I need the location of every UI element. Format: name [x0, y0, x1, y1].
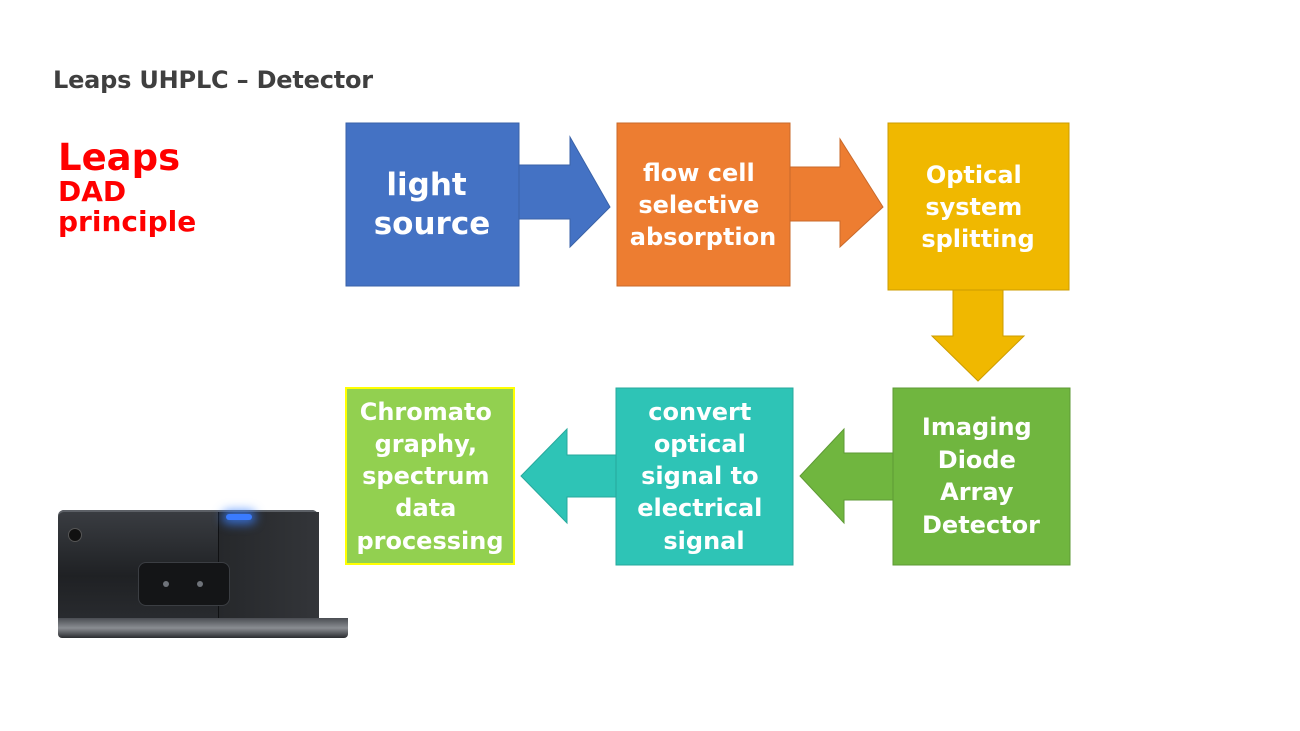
side-label-line2: DAD: [58, 175, 127, 209]
step-box-convert-signal: [615, 387, 794, 566]
arrow-light-to-flowcell: [517, 135, 611, 249]
arrow-convert-to-processing: [520, 427, 617, 525]
step-text-light-source: light source: [374, 167, 491, 242]
dad-principle-label: Leaps DAD principle: [58, 138, 196, 237]
step-text-convert-signal: convert optical signal to electrical sig…: [637, 398, 771, 555]
side-label-line1: Leaps: [58, 136, 181, 179]
step-line: Chromato: [360, 398, 492, 426]
step-line: signal to: [641, 462, 759, 490]
step-text-imaging-diode: Imaging Diode Array Detector: [922, 413, 1040, 539]
step-line: system: [925, 193, 1022, 221]
step-text-flow-cell: flow cell selective absorption: [630, 159, 776, 251]
side-label-line3: principle: [58, 204, 197, 238]
step-line: Detector: [922, 511, 1040, 539]
step-line: selective: [638, 191, 759, 219]
step-box-flow-cell: [616, 122, 791, 287]
status-led-icon: [226, 514, 252, 520]
step-line: splitting: [921, 225, 1034, 253]
flow-cell-panel: [138, 562, 230, 606]
device-base: [58, 618, 348, 638]
step-text-data-processing: Chromato graphy, spectrum data processin…: [356, 398, 503, 555]
step-line: flow cell: [643, 159, 755, 187]
step-box-optical-system: [887, 122, 1070, 291]
arrow-flowcell-to-optical: [789, 137, 884, 249]
step-line: convert: [648, 398, 751, 426]
arrow-optical-to-diode: [930, 289, 1026, 382]
step-line: spectrum: [362, 462, 489, 490]
step-line: Optical: [926, 161, 1022, 189]
inlet-port-icon: [163, 581, 169, 587]
step-line: source: [374, 206, 491, 242]
device-knob-icon: [68, 528, 82, 542]
step-box-imaging-diode: [892, 387, 1071, 566]
step-box-data-processing: [345, 387, 515, 565]
arrow-diode-to-convert: [799, 427, 895, 525]
step-line: Array: [940, 478, 1014, 506]
uhplc-detector-image: [58, 510, 350, 642]
step-line: processing: [356, 527, 503, 555]
step-line: optical: [654, 430, 746, 458]
step-line: light: [386, 167, 467, 203]
step-line: absorption: [630, 223, 776, 251]
step-line: electrical: [637, 494, 762, 522]
device-side-panel: [218, 512, 319, 630]
step-line: signal: [663, 527, 744, 555]
step-line: Imaging: [922, 413, 1032, 441]
step-text-optical-system: Optical system splitting: [921, 161, 1034, 253]
page-title: Leaps UHPLC – Detector: [53, 66, 373, 94]
step-line: graphy,: [375, 430, 477, 458]
step-line: Diode: [938, 446, 1016, 474]
outlet-port-icon: [197, 581, 203, 587]
step-box-light-source: [345, 122, 520, 287]
step-line: data: [395, 494, 456, 522]
